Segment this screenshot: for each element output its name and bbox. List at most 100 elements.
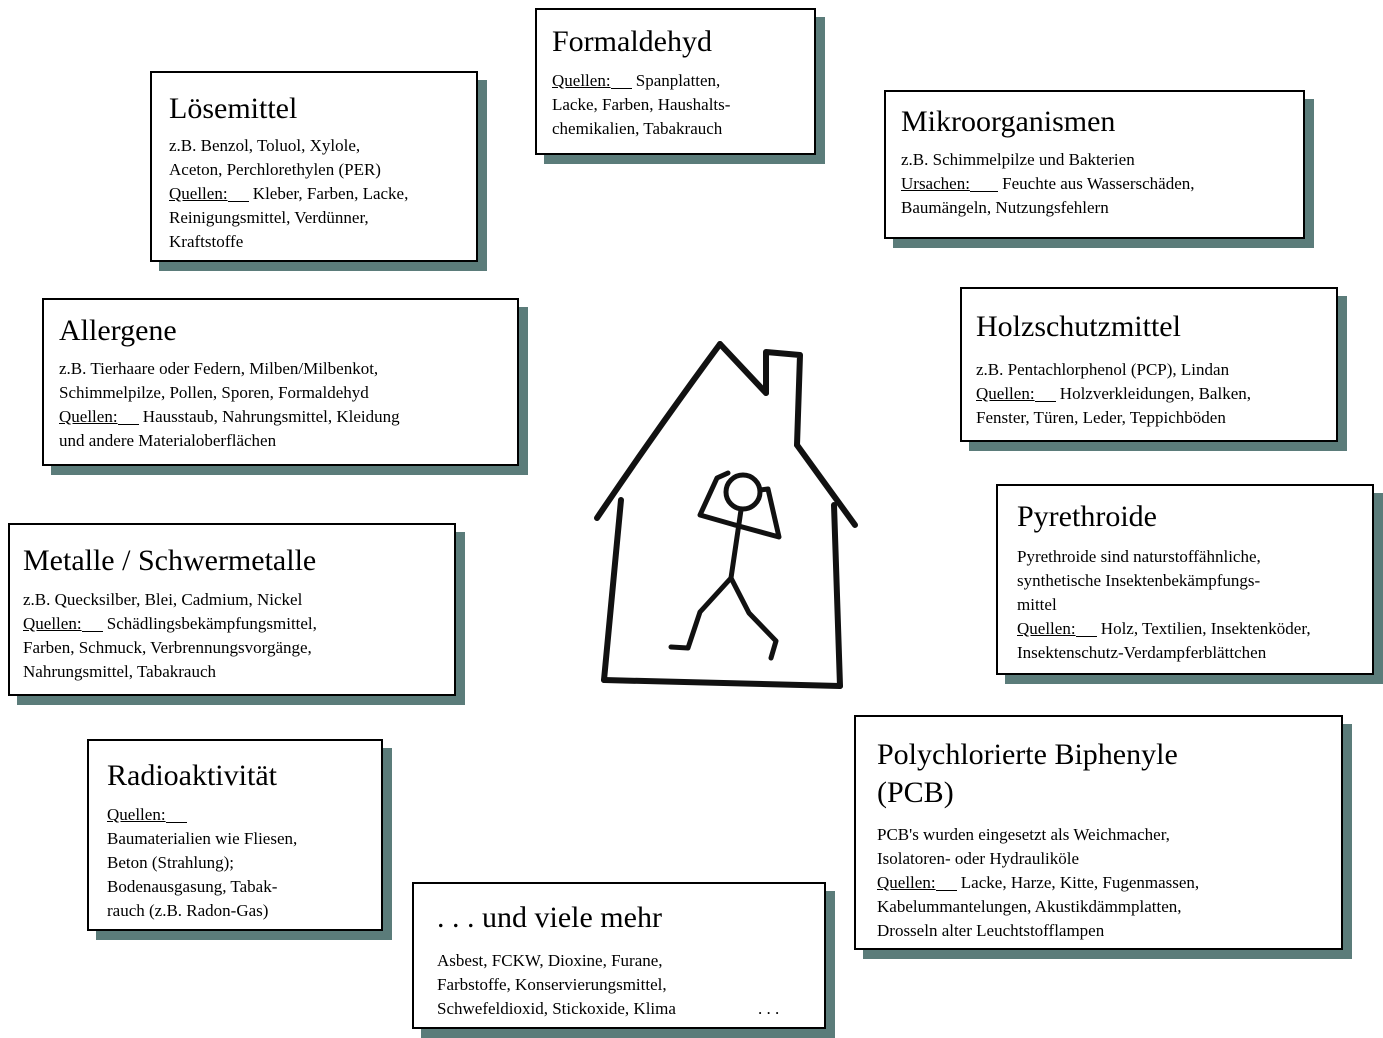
line-text: Spanplatten, — [635, 71, 721, 90]
box-allergene: Allergene z.B. Tierhaare oder Federn, Mi… — [42, 298, 519, 466]
house-drawing — [594, 341, 858, 689]
sources-label: Quellen: — [23, 614, 82, 633]
box-loesemittel: Lösemittel z.B. Benzol, Toluol, Xylole, … — [150, 71, 478, 262]
stick-figure-left-leg — [668, 575, 734, 651]
box-title: Lösemittel — [169, 92, 298, 125]
box-formaldehyd: Formaldehyd Quellen: Spanplatten, Lacke,… — [535, 8, 816, 155]
box-line: PCB's wurden eingesetzt als Weichmacher, — [877, 825, 1170, 844]
box-title: Polychlorierte Biphenyle — [877, 738, 1178, 771]
underline-gap — [81, 631, 103, 632]
box-line: synthetische Insektenbekämpfungs- — [1017, 571, 1261, 590]
underline-gap — [165, 822, 187, 823]
line-text: Schädlingsbekämpfungsmittel, — [106, 614, 317, 633]
underline-gap — [1075, 636, 1097, 637]
box-title: Holzschutzmittel — [976, 310, 1181, 343]
box-line: Schwefeldioxid, Stickoxide, Klima — [437, 999, 676, 1018]
box-line: chemikalien, Tabakrauch — [552, 119, 723, 138]
box-line: Farben, Schmuck, Verbrennungsvorgänge, — [23, 638, 312, 657]
box-title: Formaldehyd — [552, 25, 712, 58]
box-line: Kabelummantelungen, Akustikdämmplatten, — [877, 897, 1182, 916]
box-line: Kraftstoffe — [169, 232, 244, 251]
causes-label: Ursachen: — [901, 174, 970, 193]
box-line: Quellen: — [107, 803, 381, 827]
underline-gap — [935, 890, 957, 891]
underline-gap — [117, 424, 139, 425]
box-line: und andere Materialoberflächen — [59, 431, 277, 450]
sources-label: Quellen: — [59, 407, 118, 426]
sources-label: Quellen: — [1017, 619, 1076, 638]
house-roof-right-lower — [794, 442, 858, 528]
box-line: Quellen: Schädlingsbekämpfungsmittel, — [23, 612, 454, 636]
box-metalle: Metalle / Schwermetalle z.B. Quecksilber… — [8, 523, 456, 696]
box-line: Quellen: Lacke, Harze, Kitte, Fugenmasse… — [877, 871, 1341, 895]
box-pyrethroide: Pyrethroide Pyrethroide sind naturstoffä… — [996, 484, 1374, 675]
box-line: Bodenausgasung, Tabak- — [107, 877, 278, 896]
line-text: Holz, Textilien, Insektenköder, — [1100, 619, 1311, 638]
box-line: Pyrethroide sind naturstoffähnliche, — [1017, 547, 1261, 566]
sources-label: Quellen: — [552, 71, 611, 90]
house-right-wall — [831, 502, 843, 689]
line-text: Lacke, Harze, Kitte, Fugenmassen, — [960, 873, 1200, 892]
box-line: Nahrungsmittel, Tabakrauch — [23, 662, 216, 681]
house-chimney — [763, 349, 803, 448]
box-line: z.B. Pentachlorphenol (PCP), Lindan — [976, 360, 1230, 379]
sources-label: Quellen: — [877, 873, 936, 892]
box-radioaktivitaet: Radioaktivität Quellen: Baumaterialien w… — [87, 739, 383, 931]
box-line: z.B. Benzol, Toluol, Xylole, — [169, 136, 361, 155]
box-line: Fenster, Türen, Leder, Teppichböden — [976, 408, 1226, 427]
box-line: Farbstoffe, Konservierungsmittel, — [437, 975, 667, 994]
box-line: rauch (z.B. Radon-Gas) — [107, 901, 269, 920]
box-line: Baumaterialien wie Fliesen, — [107, 829, 298, 848]
box-line: Quellen: Hausstaub, Nahrungsmittel, Klei… — [59, 405, 517, 429]
box-line: Reinigungsmittel, Verdünner, — [169, 208, 369, 227]
stick-figure-left-arm — [697, 470, 738, 528]
stick-figure-head — [723, 472, 763, 512]
box-line: Aceton, Perchlorethylen (PER) — [169, 160, 381, 179]
underline-gap — [1034, 401, 1056, 402]
box-line: Lacke, Farben, Haushalts- — [552, 95, 731, 114]
box-line: Schimmelpilze, Pollen, Sporen, Formaldeh… — [59, 383, 369, 402]
box-line: Beton (Strahlung); — [107, 853, 235, 872]
stick-figure-right-arm — [732, 486, 782, 540]
box-line: Insektenschutz-Verdampferblättchen — [1017, 643, 1267, 662]
box-line: Quellen: Holz, Textilien, Insektenköder, — [1017, 617, 1372, 641]
sources-label: Quellen: — [107, 805, 166, 824]
box-line: Quellen: Spanplatten, — [552, 69, 814, 93]
line-text: Holzverkleidungen, Balken, — [1059, 384, 1251, 403]
box-und-viele-mehr: . . . und viele mehr Asbest, FCKW, Dioxi… — [412, 882, 826, 1029]
box-title: (PCB) — [877, 776, 954, 809]
box-title: Metalle / Schwermetalle — [23, 544, 317, 577]
box-line: Quellen: Kleber, Farben, Lacke, — [169, 182, 476, 206]
box-line: z.B. Tierhaare oder Federn, Milben/Milbe… — [59, 359, 379, 378]
house-left-wall — [601, 497, 624, 683]
box-holzschutzmittel: Holzschutzmittel z.B. Pentachlorphenol (… — [960, 287, 1338, 442]
box-title: Mikroorganismen — [901, 105, 1116, 138]
box-line: Drosseln alter Leuchtstofflampen — [877, 921, 1105, 940]
sources-label: Quellen: — [169, 184, 228, 203]
box-line: Isolatoren- oder Hydrauliköle — [877, 849, 1080, 868]
box-mikroorganismen: Mikroorganismen z.B. Schimmelpilze und B… — [884, 90, 1305, 239]
underline-gap — [969, 191, 998, 192]
box-title: Pyrethroide — [1017, 500, 1157, 533]
box-line: Baumängeln, Nutzungsfehlern — [901, 198, 1109, 217]
box-pcb: Polychlorierte Biphenyle (PCB) PCB's wur… — [854, 715, 1343, 950]
stick-figure-body — [728, 507, 744, 581]
box-line: Asbest, FCKW, Dioxine, Furane, — [437, 951, 663, 970]
ellipsis: . . . — [758, 999, 780, 1018]
sources-label: Quellen: — [976, 384, 1035, 403]
box-line: Ursachen: Feuchte aus Wasserschäden, — [901, 172, 1303, 196]
box-title: . . . und viele mehr — [437, 901, 662, 934]
box-line: mittel — [1017, 595, 1057, 614]
underline-gap — [227, 201, 249, 202]
line-text: Kleber, Farben, Lacke, — [252, 184, 409, 203]
box-line: z.B. Quecksilber, Blei, Cadmium, Nickel — [23, 590, 303, 609]
underline-gap — [610, 88, 632, 89]
box-line: Quellen: Holzverkleidungen, Balken, — [976, 382, 1336, 406]
line-text: Hausstaub, Nahrungsmittel, Kleidung — [142, 407, 400, 426]
house-roof-right-upper — [717, 341, 769, 396]
box-title: Radioaktivität — [107, 759, 277, 792]
line-text: Feuchte aus Wasserschäden, — [1002, 174, 1195, 193]
box-line: z.B. Schimmelpilze und Bakterien — [901, 150, 1135, 169]
house-floor — [601, 677, 843, 689]
